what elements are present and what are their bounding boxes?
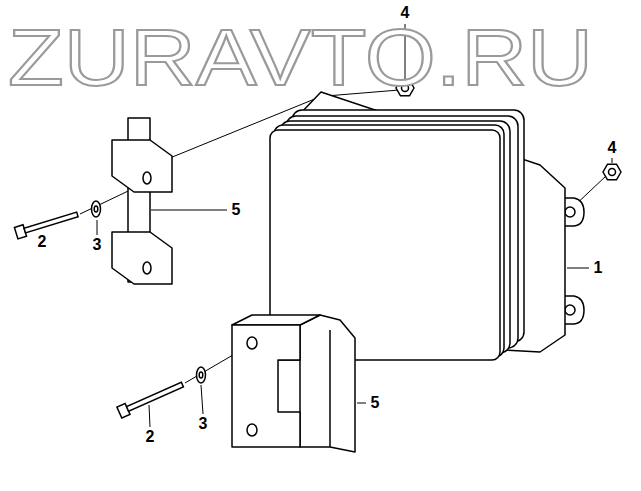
callout-number: 2 bbox=[146, 428, 155, 446]
bracket bbox=[232, 315, 355, 452]
callout-number: 3 bbox=[199, 415, 208, 433]
bolt bbox=[14, 209, 184, 418]
callout-number: 5 bbox=[232, 201, 241, 219]
bracket bbox=[112, 118, 172, 284]
callout-number: 4 bbox=[608, 139, 617, 157]
washer bbox=[92, 201, 206, 383]
callout-number: 1 bbox=[594, 259, 603, 277]
callout-number: 5 bbox=[371, 394, 380, 412]
callout-number: 3 bbox=[93, 236, 102, 254]
callout-number: 2 bbox=[38, 233, 47, 251]
callout-number: 4 bbox=[401, 4, 410, 22]
watermark: ZURAVTO.RU bbox=[8, 18, 593, 98]
